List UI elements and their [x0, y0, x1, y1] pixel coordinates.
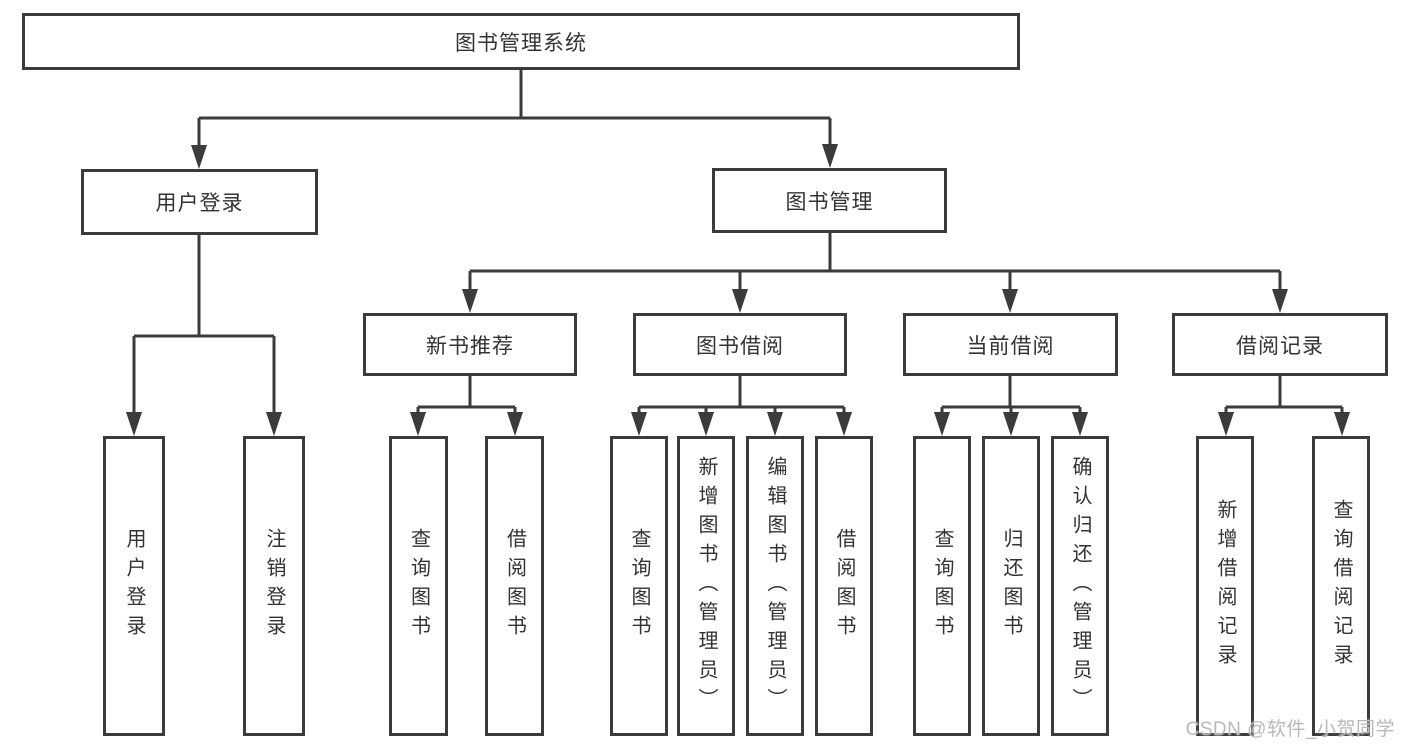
connector-book-borrow-children	[631, 376, 852, 436]
leaf-return-books: 归还图书	[982, 436, 1040, 736]
node-current-borrow: 当前借阅	[903, 313, 1118, 376]
leaf-confirm-return-admin: 确认归还（管理员）	[1051, 436, 1109, 736]
leaf-logout: 注销登录	[243, 436, 305, 736]
connector-new-book-recommend-children	[410, 376, 523, 436]
connector-current-borrow-children	[934, 376, 1088, 436]
connector-root-to-level2	[191, 70, 838, 169]
node-label: 借阅记录	[1236, 334, 1324, 358]
node-label: 借阅图书	[833, 528, 855, 644]
node-label: 新书推荐	[426, 334, 514, 358]
node-root-library-system: 图书管理系统	[22, 13, 1020, 70]
node-label: 当前借阅	[966, 334, 1055, 358]
node-borrow-records: 借阅记录	[1172, 313, 1388, 376]
leaf-edit-books-admin: 编辑图书（管理员）	[746, 436, 804, 736]
node-label: 用户登录	[155, 192, 244, 215]
node-label: 查询图书	[931, 528, 953, 644]
node-label: 新增借阅记录	[1214, 499, 1236, 673]
leaf-user-login: 用户登录	[103, 436, 165, 736]
leaf-borrow-books: 借阅图书	[815, 436, 873, 736]
node-label: 图书借阅	[696, 334, 784, 358]
node-label: 确认归还（管理员）	[1069, 455, 1091, 717]
node-book-borrow: 图书借阅	[633, 313, 847, 376]
node-label: 查询借阅记录	[1330, 499, 1352, 673]
node-user-login: 用户登录	[81, 169, 318, 235]
node-book-management: 图书管理	[712, 168, 947, 233]
node-label: 编辑图书（管理员）	[764, 455, 786, 717]
leaf-query-books-recommend: 查询图书	[389, 436, 448, 736]
node-label: 用户登录	[123, 528, 145, 644]
connector-borrow-records-children	[1218, 376, 1350, 436]
node-label: 查询图书	[407, 528, 430, 644]
connector-user-login-children	[126, 235, 282, 436]
node-label: 查询图书	[628, 528, 650, 644]
leaf-add-borrow-record: 新增借阅记录	[1196, 436, 1254, 736]
leaf-borrow-books-recommend: 借阅图书	[485, 436, 544, 736]
leaf-query-books-borrow: 查询图书	[610, 436, 668, 736]
node-label: 图书管理系统	[455, 31, 587, 55]
connector-book-management-children	[462, 233, 1288, 313]
leaf-add-books-admin: 新增图书（管理员）	[677, 436, 735, 736]
leaf-query-books-current: 查询图书	[913, 436, 971, 736]
node-label: 注销登录	[263, 528, 285, 644]
csdn-watermark: CSDN @软件_小贺同学	[1185, 719, 1395, 740]
leaf-query-borrow-record: 查询借阅记录	[1312, 436, 1370, 736]
node-label: 借阅图书	[503, 528, 526, 644]
node-label: 归还图书	[1000, 528, 1022, 644]
node-new-book-recommend: 新书推荐	[363, 313, 577, 376]
node-label: 新增图书（管理员）	[695, 455, 717, 717]
node-label: 图书管理	[785, 190, 874, 214]
